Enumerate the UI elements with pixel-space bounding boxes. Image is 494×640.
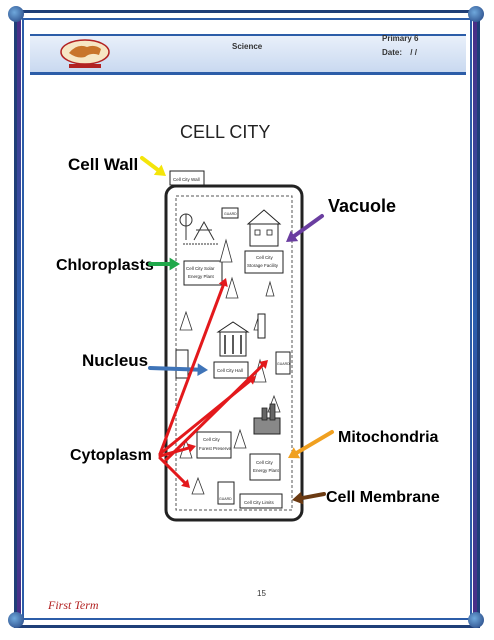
city-wall-sign-text: Cell City Wall [173, 177, 200, 182]
date-field: Date: / / [382, 48, 417, 57]
forest-preserve-line2: Forest Preserve [199, 446, 232, 451]
energy-plant-line1: Cell City [256, 460, 274, 465]
arrow-cell-membrane-shaft [300, 492, 326, 501]
arrow-cytoplasm-4-head [187, 443, 196, 453]
subject-label: Science [232, 42, 263, 51]
date-label: Date: [382, 48, 403, 57]
date-value: / / [410, 48, 417, 57]
grade-label: Primary 6 [382, 34, 419, 43]
storage-facility-line1: Cell City [256, 255, 274, 260]
arrow-cytoplasm-5-head [181, 479, 190, 488]
arrow-cell-wall-head [153, 164, 166, 176]
arrow-nucleus-shaft [148, 366, 200, 372]
energy-plant-building [249, 403, 281, 481]
arrow-cytoplasm-4-shaft [158, 446, 190, 458]
solar-plant-line1: Cell City Solar [186, 266, 215, 271]
guard-booth [175, 349, 189, 379]
label-mitochondria: Mitochondria [338, 429, 439, 446]
arrow-cytoplasm-3-head [259, 360, 268, 369]
arrow-cytoplasm-1-head [218, 278, 228, 287]
label-chloroplasts: Chloroplasts [56, 257, 154, 274]
arrow-mitochondria-head [288, 447, 301, 459]
arrow-cytoplasm-5-shaft [158, 456, 186, 484]
city-limits-text: Cell City Limits [244, 500, 275, 505]
storage-facility-building [244, 209, 284, 274]
city-limits-sign [239, 493, 283, 509]
solar-plant-building [179, 213, 223, 286]
school-logo-icon [60, 39, 110, 68]
right-decor-bar [473, 12, 479, 626]
arrow-cytoplasm-3-shaft [164, 363, 264, 462]
energy-plant-line2: Energy Plant [253, 468, 280, 473]
arrow-chloroplasts-head [169, 257, 180, 271]
arrow-nucleus-head [197, 363, 208, 377]
tower-building [257, 313, 266, 339]
page-frame-outer [14, 10, 480, 628]
guard-booth [217, 481, 235, 505]
label-cytoplasm: Cytoplasm [70, 447, 152, 464]
city-wall-sign [169, 170, 205, 186]
arrow-mitochondria-shaft [294, 430, 334, 455]
diagram-title: CELL CITY [180, 122, 270, 142]
arrow-vacuole-shaft [292, 214, 324, 238]
storage-facility-line2: Storage Facility [247, 263, 279, 268]
guard-booth-text: GUARD [219, 497, 232, 501]
corner-ornament [8, 612, 24, 628]
corner-ornament [468, 612, 484, 628]
guard-booth-text: GUARD [224, 212, 237, 216]
solar-plant-line2: Energy Plant [188, 274, 215, 279]
forest-preserve-sign [196, 431, 232, 459]
forest-preserve-line1: Cell City [203, 437, 221, 442]
guard-booth [275, 351, 291, 375]
page-frame-inner [22, 18, 472, 620]
arrow-cytoplasm-1-shaft [158, 283, 225, 456]
term-label: First Term [48, 598, 99, 612]
corner-ornament [8, 6, 24, 22]
label-cell-wall: Cell Wall [68, 155, 138, 174]
arrow-cell-wall-shaft [140, 156, 160, 172]
city-hall-building [213, 321, 250, 379]
arrow-cell-membrane-head [292, 491, 304, 505]
guard-booth [221, 207, 239, 219]
label-vacuole: Vacuole [328, 196, 396, 216]
city-hall-text: Cell City Hall [217, 368, 243, 373]
left-decor-bar [15, 12, 21, 626]
corner-ornament [468, 6, 484, 22]
label-nucleus: Nucleus [82, 351, 148, 370]
label-cell-membrane: Cell Membrane [326, 489, 440, 506]
page-number: 15 [257, 589, 266, 598]
guard-booth-text: GUARD [277, 362, 290, 366]
arrow-vacuole-head [286, 230, 299, 242]
header-band [30, 34, 466, 75]
